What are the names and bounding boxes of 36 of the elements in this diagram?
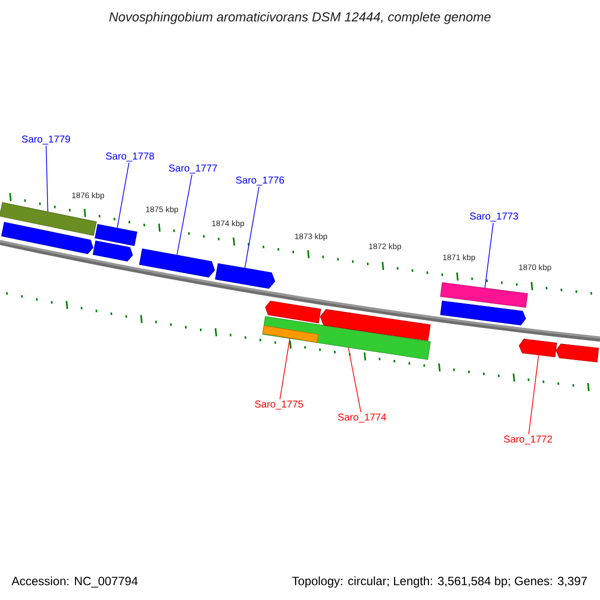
leader-line: [280, 338, 290, 400]
footer-text: Accession: NC_007794: [12, 576, 138, 588]
footer-text: Topology: circular; Length: 3,561,584 bp; Genes: 3,397: [292, 576, 587, 588]
scale-label: 1872 kbp: [369, 243, 402, 251]
gene-feature: [92, 240, 133, 262]
gene-label: Saro_1775: [255, 400, 304, 410]
gene-label: Saro_1779: [22, 136, 70, 144]
gene-label: Saro_1773: [470, 212, 518, 222]
gene-feature: [556, 344, 599, 362]
gene-label: Saro_1776: [236, 176, 284, 186]
leader-line: [484, 222, 494, 288]
gene-label: Saro_1778: [106, 152, 154, 162]
gene-feature: [262, 325, 319, 343]
gene-feature: [0, 202, 97, 236]
leader-line: [176, 174, 192, 256]
leader-line: [348, 347, 362, 413]
scale-label: 1876 kbp: [72, 192, 104, 200]
leader-line: [528, 354, 539, 435]
gene-feature: [215, 263, 276, 289]
scale-label: 1870 kbp: [519, 264, 552, 272]
leader-line: [46, 145, 48, 212]
leader-line: [244, 186, 260, 268]
gene-feature: [518, 338, 558, 358]
leader-line: [116, 162, 130, 228]
scale-label: 1874 kbp: [212, 220, 244, 228]
title: Novosphingobium aromaticivorans DSM 12444, complete genome: [109, 12, 491, 24]
scale-label: 1871 kbp: [443, 254, 476, 262]
gene-feature: [139, 248, 215, 278]
gene-feature: [265, 300, 322, 324]
gene-label: Saro_1772: [504, 436, 552, 444]
gene-label: Saro_1774: [338, 414, 386, 422]
scale-label: 1875 kbp: [146, 206, 178, 214]
scale-label: 1873 kbp: [295, 233, 328, 241]
gene-label: Saro_1777: [169, 164, 217, 174]
gene-feature: [440, 282, 528, 308]
gene-feature: [440, 300, 526, 326]
